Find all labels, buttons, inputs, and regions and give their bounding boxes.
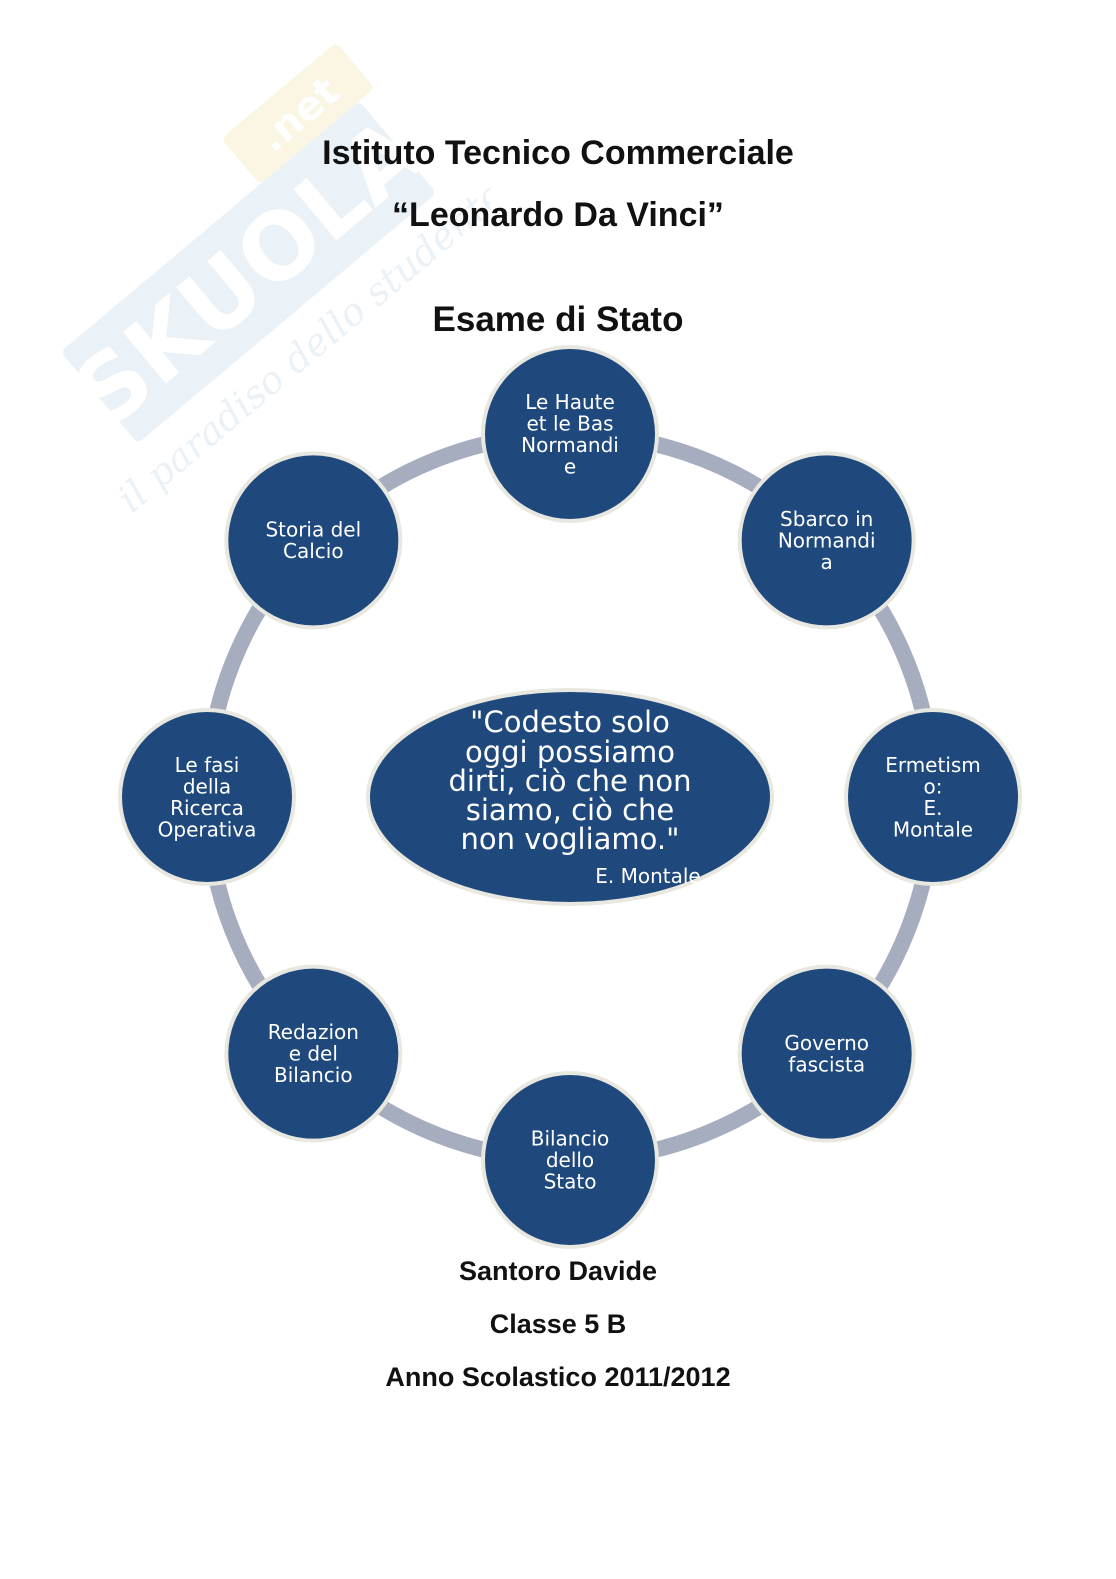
topic-node-circle bbox=[737, 964, 916, 1143]
school-type-title: Istituto Tecnico Commerciale bbox=[322, 134, 794, 172]
topic-node-label: o: bbox=[924, 774, 943, 798]
center-quote: "Codesto solo oggi possiamo dirti, ciò c… bbox=[366, 688, 774, 906]
topic-node-circle bbox=[481, 1071, 659, 1249]
topic-node-label: Le fasi bbox=[175, 753, 240, 777]
topic-node-label: Ricerca bbox=[170, 796, 244, 820]
center-quote-line: dirti, ciò che non bbox=[448, 764, 691, 798]
topic-node-label: Normandi bbox=[778, 528, 876, 552]
topic-node-circle bbox=[481, 345, 659, 523]
topic-node-label: dello bbox=[546, 1148, 594, 1172]
topic-node-label: Storia del bbox=[265, 518, 361, 542]
center-quote-line: oggi possiamo bbox=[465, 735, 675, 769]
topic-node-label: Stato bbox=[544, 1170, 597, 1194]
topic-node-label: Operativa bbox=[158, 817, 257, 841]
center-quote-line: non vogliamo." bbox=[461, 822, 680, 856]
topic-node-label: Bilancio bbox=[531, 1127, 610, 1151]
center-quote-line: siamo, ciò che bbox=[466, 793, 675, 827]
topic-node-circle bbox=[224, 964, 403, 1143]
topic-node-label: fascista bbox=[788, 1052, 865, 1076]
topic-node-circle bbox=[224, 451, 403, 630]
topic-node-label: Bilancio bbox=[274, 1063, 353, 1087]
topic-node-label: Governo bbox=[784, 1031, 869, 1055]
topic-node-label: della bbox=[183, 774, 231, 798]
topic-node-label: Montale bbox=[893, 817, 973, 841]
class-label: Classe 5 B bbox=[489, 1309, 627, 1339]
topic-node-circle bbox=[737, 451, 916, 630]
topic-node-label: e del bbox=[289, 1042, 338, 1066]
topic-node-label: Sbarco in bbox=[780, 507, 873, 531]
topic-node-circle bbox=[118, 708, 296, 886]
school-year: Anno Scolastico 2011/2012 bbox=[385, 1362, 731, 1392]
topic-node-label: a bbox=[821, 550, 833, 574]
topic-node-label: Le Haute bbox=[525, 390, 615, 414]
topic-node-label: E. bbox=[924, 796, 943, 820]
exam-title: Esame di Stato bbox=[432, 300, 684, 339]
topic-node-circle bbox=[844, 708, 1022, 886]
topic-node-label: et le Bas bbox=[526, 411, 613, 435]
student-name: Santoro Davide bbox=[458, 1256, 658, 1286]
topic-node-label: Redazion bbox=[268, 1020, 359, 1044]
center-quote-line: "Codesto solo bbox=[470, 705, 670, 739]
topic-node-label: Calcio bbox=[283, 539, 344, 563]
school-name-title: “Leonardo Da Vinci” bbox=[392, 196, 724, 234]
topic-node-label: Ermetism bbox=[885, 753, 981, 777]
topic-node-label: e bbox=[564, 454, 576, 478]
topic-node-label: Normandi bbox=[521, 433, 619, 457]
center-quote-author: E. Montale bbox=[595, 864, 700, 888]
